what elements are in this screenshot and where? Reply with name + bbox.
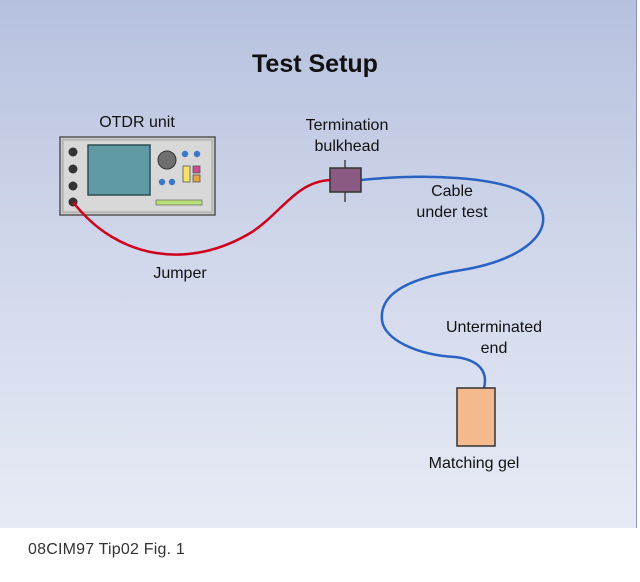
otdr-indicator-icon — [192, 165, 201, 174]
otdr-button-icon — [181, 150, 189, 158]
otdr-unit — [59, 136, 216, 216]
otdr-indicator-icon — [182, 165, 191, 183]
termination-label-line2: bulkhead — [315, 138, 380, 155]
diagram-panel — [0, 0, 637, 529]
matching-gel-label: Matching gel — [429, 455, 520, 472]
unterminated-label-line2: end — [481, 340, 508, 357]
cable-label-line1: Cable — [431, 183, 473, 200]
otdr-button-icon — [168, 178, 176, 186]
otdr-indicator-icon — [192, 174, 201, 183]
otdr-button-icon — [158, 178, 166, 186]
otdr-label: OTDR unit — [99, 114, 175, 131]
jumper-cable — [72, 178, 331, 256]
otdr-knob-icon — [157, 150, 177, 170]
jumper-label: Jumper — [153, 265, 207, 282]
termination-label-line1: Termination — [306, 117, 389, 134]
figure-caption: 08CIM97 Tip02 Fig. 1 — [28, 541, 185, 558]
caption-strip — [0, 528, 640, 582]
otdr-port-1-icon — [68, 147, 78, 157]
unterminated-label-line1: Unterminated — [446, 319, 542, 336]
otdr-screen — [87, 144, 151, 196]
cable-under-test — [360, 175, 545, 389]
matching-gel-container — [456, 387, 496, 447]
bulkhead-connector — [329, 167, 362, 193]
termination-bulkhead — [329, 160, 362, 202]
diagram-title: Test Setup — [252, 50, 378, 78]
otdr-status-bar — [155, 199, 203, 206]
cable-label-line2: under test — [416, 204, 488, 221]
otdr-port-2-icon — [68, 164, 78, 174]
otdr-button-icon — [193, 150, 201, 158]
otdr-port-3-icon — [68, 181, 78, 191]
